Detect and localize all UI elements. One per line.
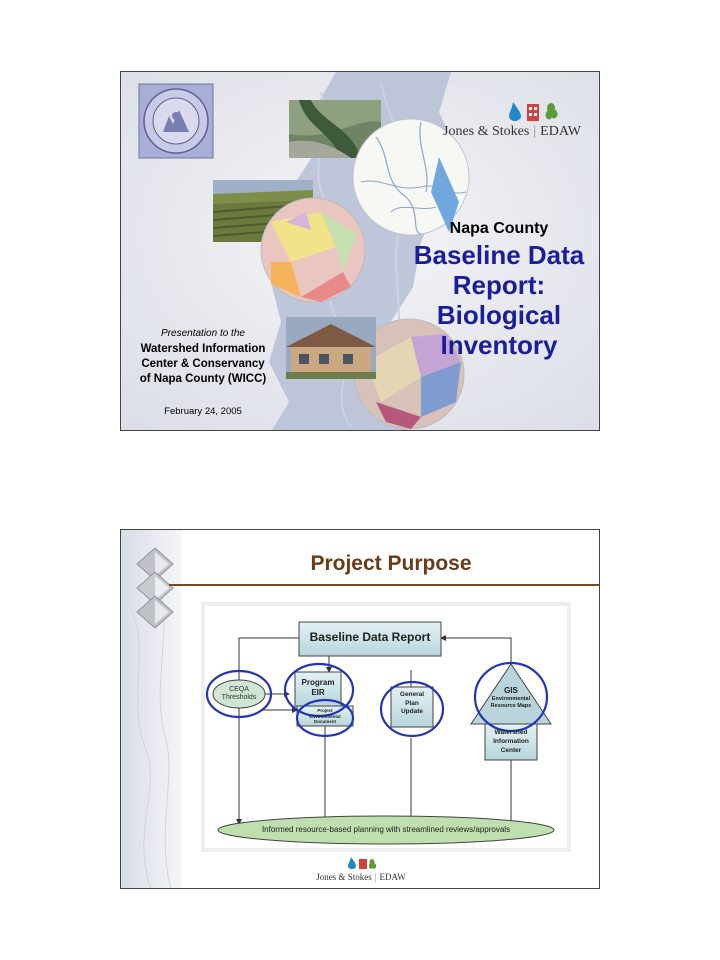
general-plan-line-3: Update [400,708,424,715]
project-document-label: Project Environmental Document [297,708,353,725]
project-purpose-slide: Project Purpose [120,529,600,889]
project-doc-line-2: Environmental [309,713,341,719]
stream-map-circle [352,118,470,236]
county-name: Napa County [449,220,549,237]
title-block: Napa County Baseline Data Report: Biolog… [401,220,597,360]
ceqa-line-2: Thresholds [221,694,257,701]
watershed-label: Watershed Information Center [485,728,537,755]
gis-title: GIS [504,686,518,695]
highlight-circles [205,661,549,738]
general-plan-label: General Plan Update [391,691,433,717]
county-seal-group [138,83,214,159]
leaf-icon [545,103,558,120]
footer-logo-text: Jones & Stokes|EDAW [316,872,406,882]
title-line-4: Inventory [440,330,558,360]
baseline-data-report-label: Baseline Data Report [309,630,431,644]
title-line-1: Baseline Data [413,240,585,270]
baseline-data-report-box [298,621,442,657]
footer-water-drop-icon [348,857,356,869]
watershed-line-2: Information [493,738,529,745]
presented-to: Presentation to the [161,328,245,339]
title-rule [169,584,599,586]
county-map-background [121,72,599,430]
outcome-ellipse [217,815,555,845]
title-line-3: Biological [436,300,562,330]
aerial-photo [289,100,381,158]
title-line-2: Report: [452,270,546,300]
footer-building-icon [359,859,367,869]
presentation-title: Baseline Data Report: Biological Invento… [401,240,597,360]
diagram-labels: Baseline Data Report CEQA Thresholds Pro… [201,602,571,852]
water-drop-icon [509,102,521,121]
flow-diagram [201,602,571,852]
general-plan-box [390,686,434,728]
program-eir-label: Program EIR [295,678,341,698]
footer-logo-name-left: Jones & Stokes [316,872,372,882]
audience-block: Presentation to the Watershed Informatio… [129,328,277,387]
ceqa-thresholds-node [212,679,266,709]
logo-icons [483,100,583,121]
gis-sub-line-2: Resource Maps [490,703,532,709]
ceqa-label: CEQA Thresholds [213,686,265,702]
slide-title: Project Purpose [310,552,472,575]
program-eir-line-1: Program [301,678,335,687]
footer-leaf-icon [368,859,377,869]
project-doc-line-1: Project [317,708,333,713]
outcome-label: Informed resource-based planning with st… [261,825,511,834]
title-slide: Jones & Stokes|EDAW Napa County Baseline… [120,71,600,431]
diamond-icon-3 [136,595,174,629]
program-eir-line-2: EIR [311,688,325,697]
zoning-map-circle [353,318,465,430]
company-logo-text: Jones & Stokes|EDAW [443,124,582,139]
gis-label: GIS Environmental Resource Maps [481,686,541,710]
general-plan-line-2: Plan [405,699,419,707]
watershed-line-3: Center [500,747,522,754]
logo-name-left: Jones & Stokes [443,124,530,139]
decorative-sidebar [121,530,181,888]
ceqa-line-1: CEQA [229,686,249,693]
gis-sub-line-1: Environmental [491,696,531,702]
logo-name-right: EDAW [540,124,582,139]
audience-line-2: Center & Conservancy [141,358,265,370]
presentation-date: February 24, 2005 [164,406,242,417]
audience-line-3: of Napa County (WICC) [139,373,267,385]
watershed-line-1: Watershed [494,729,528,736]
footer-logo-icons [311,856,411,875]
project-doc-line-3: Document [313,719,336,724]
building-icon [527,104,539,121]
diamond-icon-1 [136,547,174,581]
land-cover-circle [260,197,366,303]
general-plan-line-1: General [399,691,425,698]
house-photo [286,317,376,379]
footer-logo-name-right: EDAW [379,872,406,882]
audience-line-1: Watershed Information [140,343,266,355]
